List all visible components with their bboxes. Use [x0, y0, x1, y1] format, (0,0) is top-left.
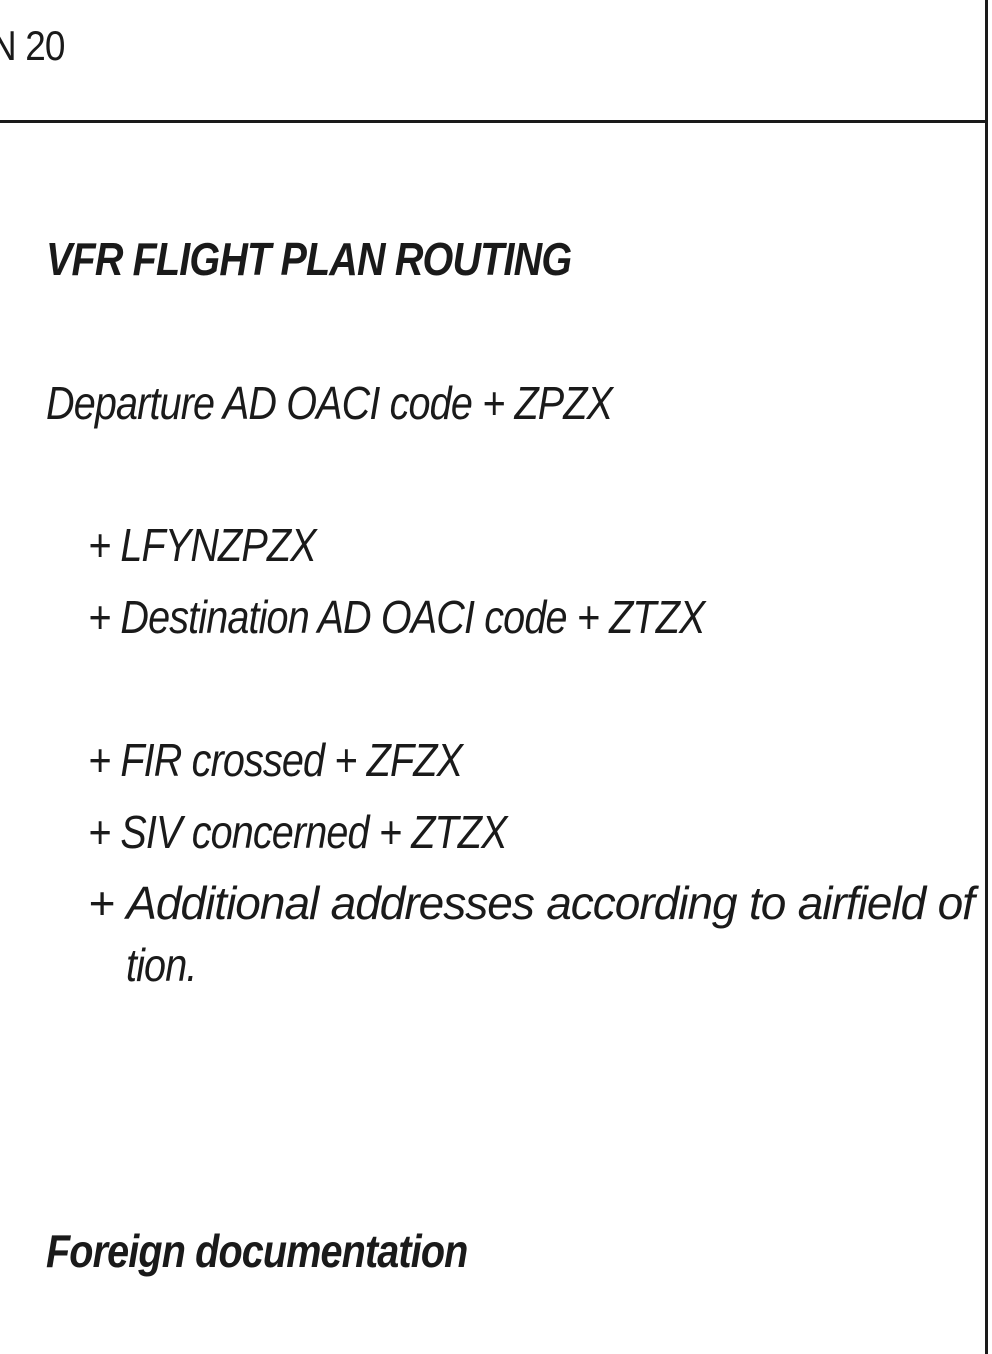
additional-word: of [937, 877, 975, 929]
departure-line: Departure AD OACI code + ZPZX [46, 377, 613, 429]
additional-continuation: tion. [126, 939, 197, 991]
page-border-right [985, 0, 988, 1354]
routing-item-additional: + Additional addresses according to airf… [88, 876, 975, 930]
routing-item-destination: + Destination AD OACI code + ZTZX [88, 591, 705, 643]
routing-item-siv: + SIV concerned + ZTZX [88, 806, 508, 858]
additional-word: according [546, 877, 737, 929]
page-header-label: N 20 [0, 22, 65, 69]
additional-word: airfield [797, 877, 927, 929]
routing-item-lfynzpzx: + LFYNZPZX [88, 519, 317, 571]
routing-item-fir: + FIR crossed + ZFZX [88, 734, 463, 786]
header-divider [0, 120, 988, 123]
section-title: VFR FLIGHT PLAN ROUTING [46, 233, 572, 285]
additional-word: + [88, 877, 115, 929]
additional-word: to [748, 877, 786, 929]
foreign-documentation-title: Foreign documentation [46, 1225, 468, 1277]
additional-word: Additional [126, 877, 319, 929]
additional-word: addresses [330, 877, 535, 929]
